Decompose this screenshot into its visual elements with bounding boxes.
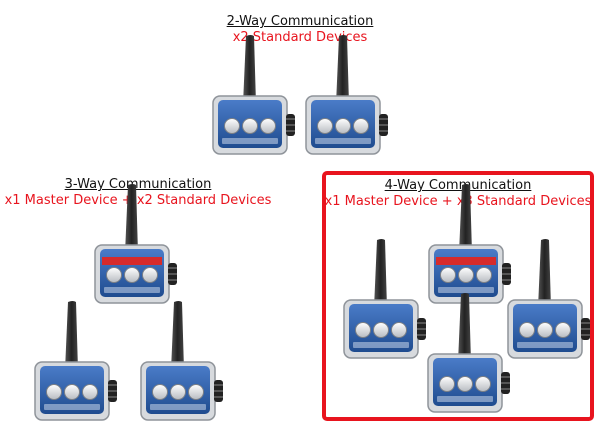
four-way-device-standard-left — [341, 238, 427, 362]
three-way-device-master — [92, 183, 178, 307]
three-way-title: 3-Way Communication — [64, 177, 212, 192]
two-way-title: 2-Way Communication — [226, 14, 374, 29]
two-way-device-standard-1 — [210, 34, 296, 158]
four-way-device-master — [426, 183, 512, 307]
four-way-subtitle: x1 Master Device + x3 Standard Devices — [324, 194, 592, 209]
two-way-subtitle: x2 Standard Devices — [232, 30, 368, 45]
four-way-title: 4-Way Communication — [384, 178, 532, 193]
three-way-device-standard-2 — [138, 300, 224, 424]
four-way-device-standard-bottom — [425, 292, 511, 416]
four-way-device-standard-right — [505, 238, 591, 362]
four-way-highlight-box — [322, 171, 594, 421]
three-way-device-standard-1 — [32, 300, 118, 424]
two-way-device-standard-2 — [303, 34, 389, 158]
three-way-subtitle: x1 Master Device + x2 Standard Devices — [4, 193, 272, 208]
